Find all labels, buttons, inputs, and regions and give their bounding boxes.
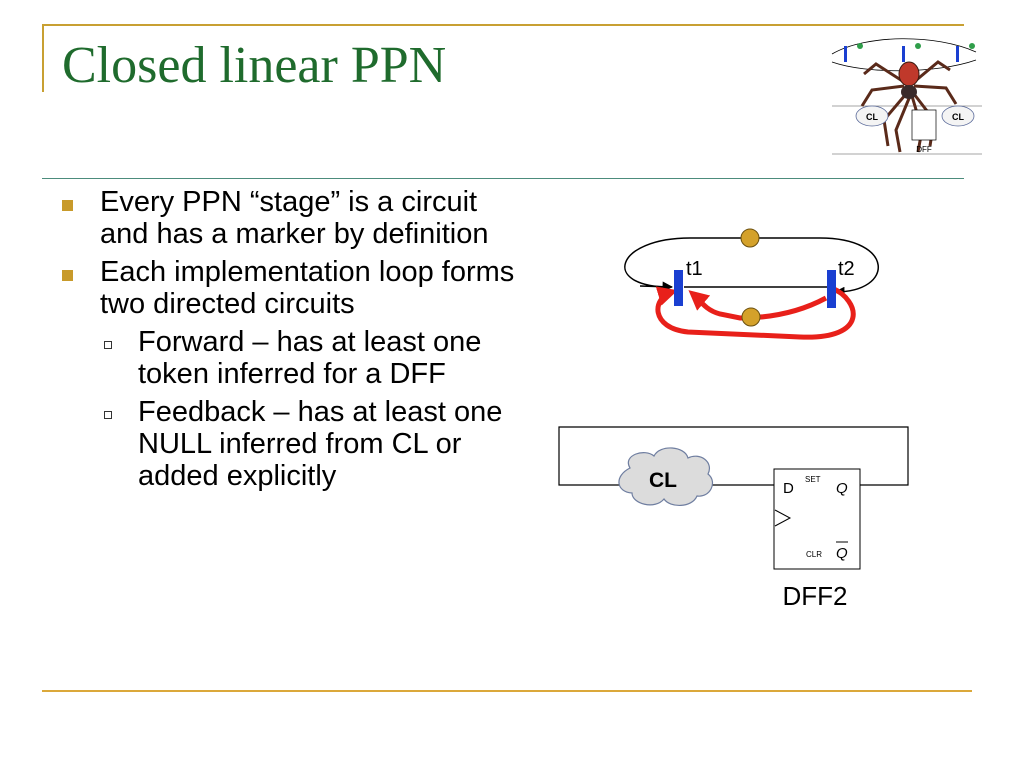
token-place-top	[740, 228, 760, 248]
logo-transition-2	[902, 46, 905, 62]
dff-d-label: D	[783, 480, 794, 497]
logo-token-2	[915, 43, 921, 49]
logo-cl-right-label: CL	[952, 112, 964, 122]
frame-vertical-line	[42, 24, 44, 92]
dff-q-label: Q	[836, 480, 848, 497]
slide-title: Closed linear PPN	[62, 37, 447, 94]
transition-t2	[827, 270, 836, 308]
bullet-text: Each implementation loop forms two direc…	[100, 256, 515, 320]
title-divider	[42, 178, 964, 179]
top-arc	[624, 237, 879, 298]
dff-set-label: SET	[805, 475, 821, 484]
dff-qbar-label: Q	[836, 545, 848, 562]
logo-cl-right-cloud	[941, 105, 975, 127]
logo-dff-box	[911, 109, 937, 141]
clock-input-icon	[774, 509, 792, 527]
logo-transition-1	[844, 46, 847, 62]
logo-dff-label: DFF	[916, 145, 932, 154]
dff-clr-label: CLR	[806, 550, 822, 559]
token-place-bottom	[741, 307, 761, 327]
bullet-text: Every PPN “stage” is a circuit and has a…	[100, 186, 489, 250]
spider-body	[898, 61, 920, 87]
hollow-square-bullet-icon	[104, 341, 112, 349]
petri-net-diagram: t1 t2	[624, 228, 879, 340]
logo-token-3	[969, 43, 975, 49]
hollow-square-bullet-icon	[104, 411, 112, 419]
t1-label: t1	[686, 258, 703, 280]
logo-cl-left-label: CL	[866, 112, 878, 122]
transition-t1	[674, 270, 683, 306]
footer-divider	[42, 690, 972, 692]
cl-cloud-icon	[618, 447, 713, 506]
feedback-arrow-inner	[688, 290, 828, 321]
t2-label: t2	[838, 258, 855, 280]
sub-bullet-item: Feedback – has at least one NULL inferre…	[56, 396, 516, 492]
bullet-item: Each implementation loop forms two direc…	[56, 256, 516, 320]
sub-bullet-item: Forward – has at least one token inferre…	[56, 326, 516, 390]
square-bullet-icon	[62, 270, 73, 281]
sub-bullet-text: Feedback – has at least one NULL inferre…	[138, 396, 503, 492]
circuit-diagram: CL D SET Q CLR Q DFF2	[558, 426, 909, 611]
spider-head	[901, 85, 917, 99]
feedback-wire	[558, 426, 909, 486]
spider-circuit-logo: CL CL DFF	[831, 38, 982, 155]
sub-bullet-text: Forward – has at least one token inferre…	[138, 326, 482, 390]
bullet-list: Every PPN “stage” is a circuit and has a…	[56, 186, 516, 498]
dff-name-label: DFF2	[783, 581, 848, 611]
logo-transition-3	[956, 46, 959, 62]
logo-token-1	[857, 43, 863, 49]
logo-cl-left-cloud	[855, 105, 889, 127]
feedback-arrow	[655, 285, 856, 340]
square-bullet-icon	[62, 200, 73, 211]
cl-label: CL	[649, 469, 677, 492]
forward-arc-head	[639, 281, 674, 292]
frame-horizontal-line	[42, 24, 964, 26]
bullet-item: Every PPN “stage” is a circuit and has a…	[56, 186, 516, 250]
